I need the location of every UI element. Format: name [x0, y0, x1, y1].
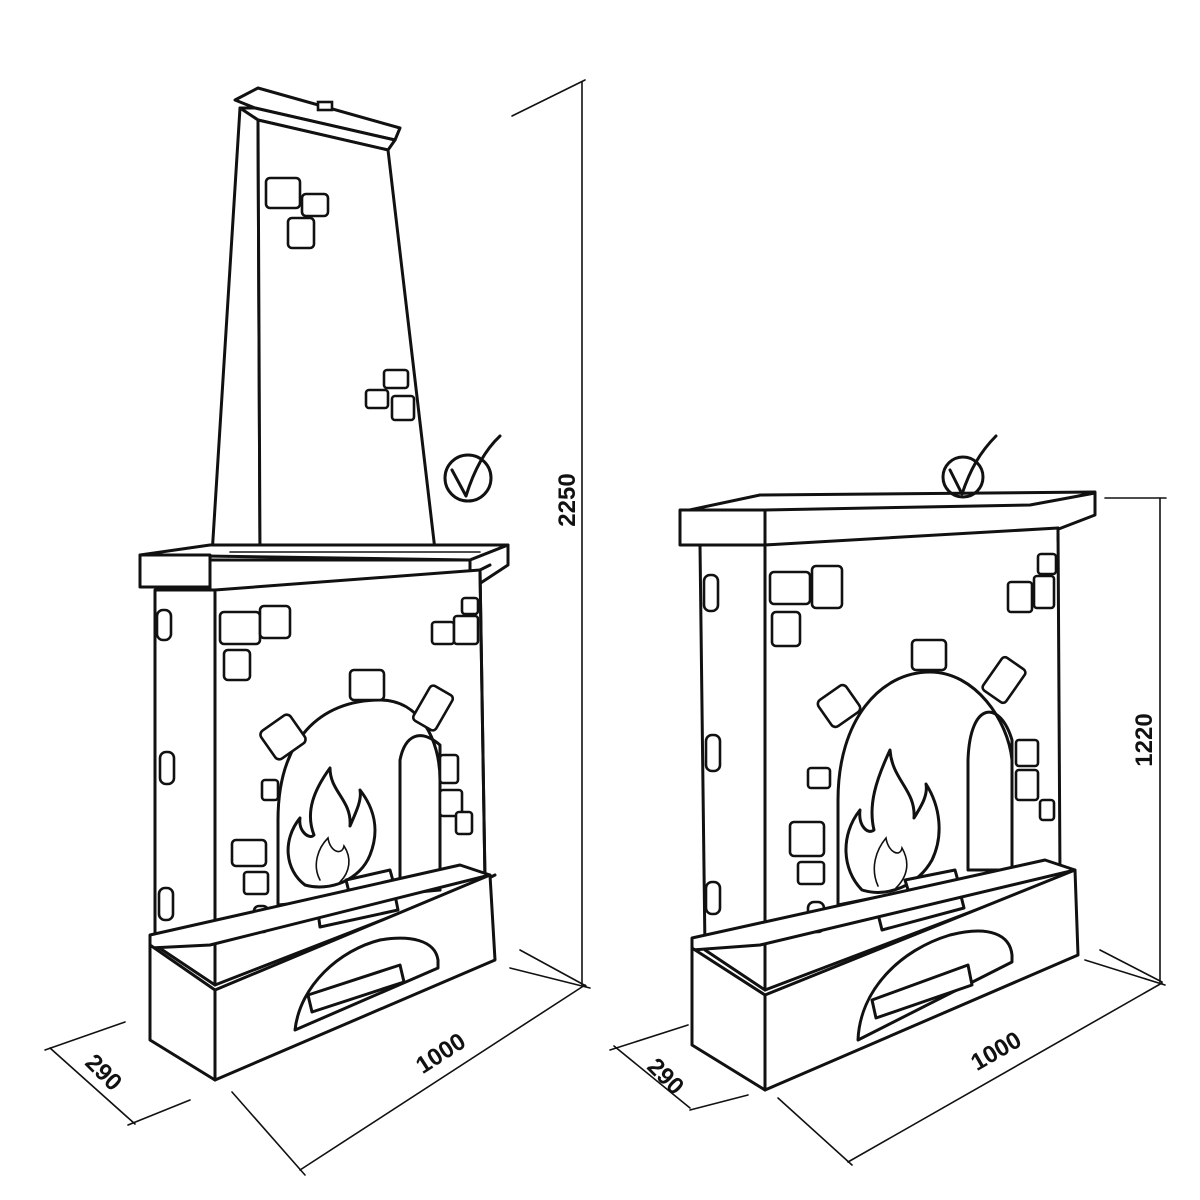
right-width-label: 1000	[966, 1026, 1026, 1076]
right-front-face	[690, 526, 1080, 1092]
right-fireplace: 1220 1000 290	[609, 434, 1167, 1166]
left-chimney	[210, 86, 437, 557]
right-side-panel	[698, 543, 767, 992]
left-height-dimension: 2250	[511, 79, 587, 987]
right-height-dimension: 1220	[1099, 497, 1167, 983]
right-depth-label: 290	[642, 1053, 689, 1100]
right-height-label: 1220	[1131, 713, 1158, 766]
right-mantel	[678, 490, 1097, 547]
left-check-icon	[443, 434, 502, 503]
right-check-icon	[941, 434, 998, 499]
left-width-label: 1000	[411, 1028, 470, 1080]
left-front-face	[148, 563, 497, 1082]
left-depth-label: 290	[80, 1049, 127, 1096]
left-fireplace: 2250 1000 290	[44, 79, 591, 1176]
left-height-label: 2250	[554, 473, 581, 526]
